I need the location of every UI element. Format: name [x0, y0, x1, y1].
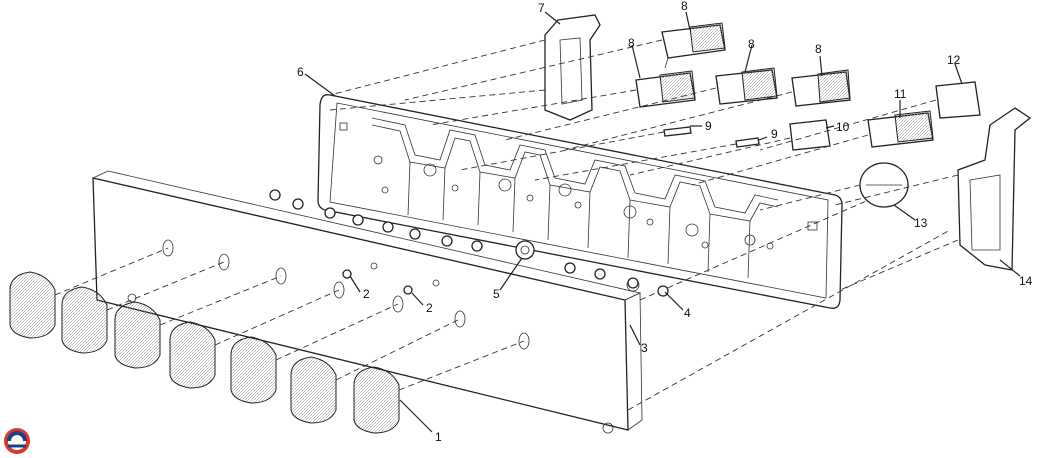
- callout-9a: 9: [705, 119, 712, 133]
- callout-12: 12: [947, 53, 961, 67]
- callout-7: 7: [538, 1, 545, 15]
- callout-8d: 8: [815, 42, 822, 56]
- switch-6: [789, 119, 831, 151]
- knob-3: [114, 301, 161, 369]
- switch-5: [867, 110, 934, 148]
- leader-lines: [304, 11, 1021, 433]
- callout-2a: 2: [363, 287, 370, 301]
- rotary-switches: [635, 22, 981, 151]
- left-bracket: [544, 14, 601, 121]
- control-knobs: [9, 271, 400, 434]
- callout-5: 5: [493, 287, 500, 301]
- knob-6: [290, 356, 337, 424]
- callout-8a: 8: [681, 0, 688, 13]
- callout-9b: 9: [771, 127, 778, 141]
- switch-7: [935, 81, 981, 119]
- knob-1: [9, 271, 56, 339]
- timer-dial: [859, 162, 909, 208]
- front-fascia-panel: [92, 170, 643, 434]
- knob-axis-lines: [54, 194, 951, 411]
- knob-4: [169, 321, 216, 389]
- callout-3: 3: [641, 341, 648, 355]
- nut: [515, 240, 535, 260]
- screws: [269, 189, 669, 297]
- knob-7: [353, 366, 400, 434]
- knob-5: [230, 336, 277, 404]
- brand-logo-icon: [4, 428, 30, 454]
- callout-4: 4: [684, 306, 691, 320]
- callout-14: 14: [1019, 274, 1033, 288]
- switch-2: [635, 70, 696, 108]
- callout-8b: 8: [628, 36, 635, 50]
- assembly-lines: [329, 39, 959, 291]
- callout-10: 10: [836, 120, 850, 134]
- knob-2: [61, 286, 108, 354]
- callout-8c: 8: [748, 37, 755, 51]
- callout-2b: 2: [426, 301, 433, 315]
- switch-4: [791, 69, 851, 107]
- pins: [663, 126, 760, 148]
- callout-labels: 1 2 2 3 4 5 6 7 8 8 8 8 9 9 10 11 12 13 …: [297, 0, 1033, 444]
- switch-3: [715, 67, 778, 105]
- callout-13: 13: [914, 216, 928, 230]
- back-panel: [317, 94, 843, 309]
- right-bracket: [957, 107, 1032, 271]
- switch-1: [661, 22, 726, 69]
- callout-11: 11: [894, 87, 907, 101]
- callout-6: 6: [297, 65, 304, 79]
- callout-1: 1: [435, 430, 442, 444]
